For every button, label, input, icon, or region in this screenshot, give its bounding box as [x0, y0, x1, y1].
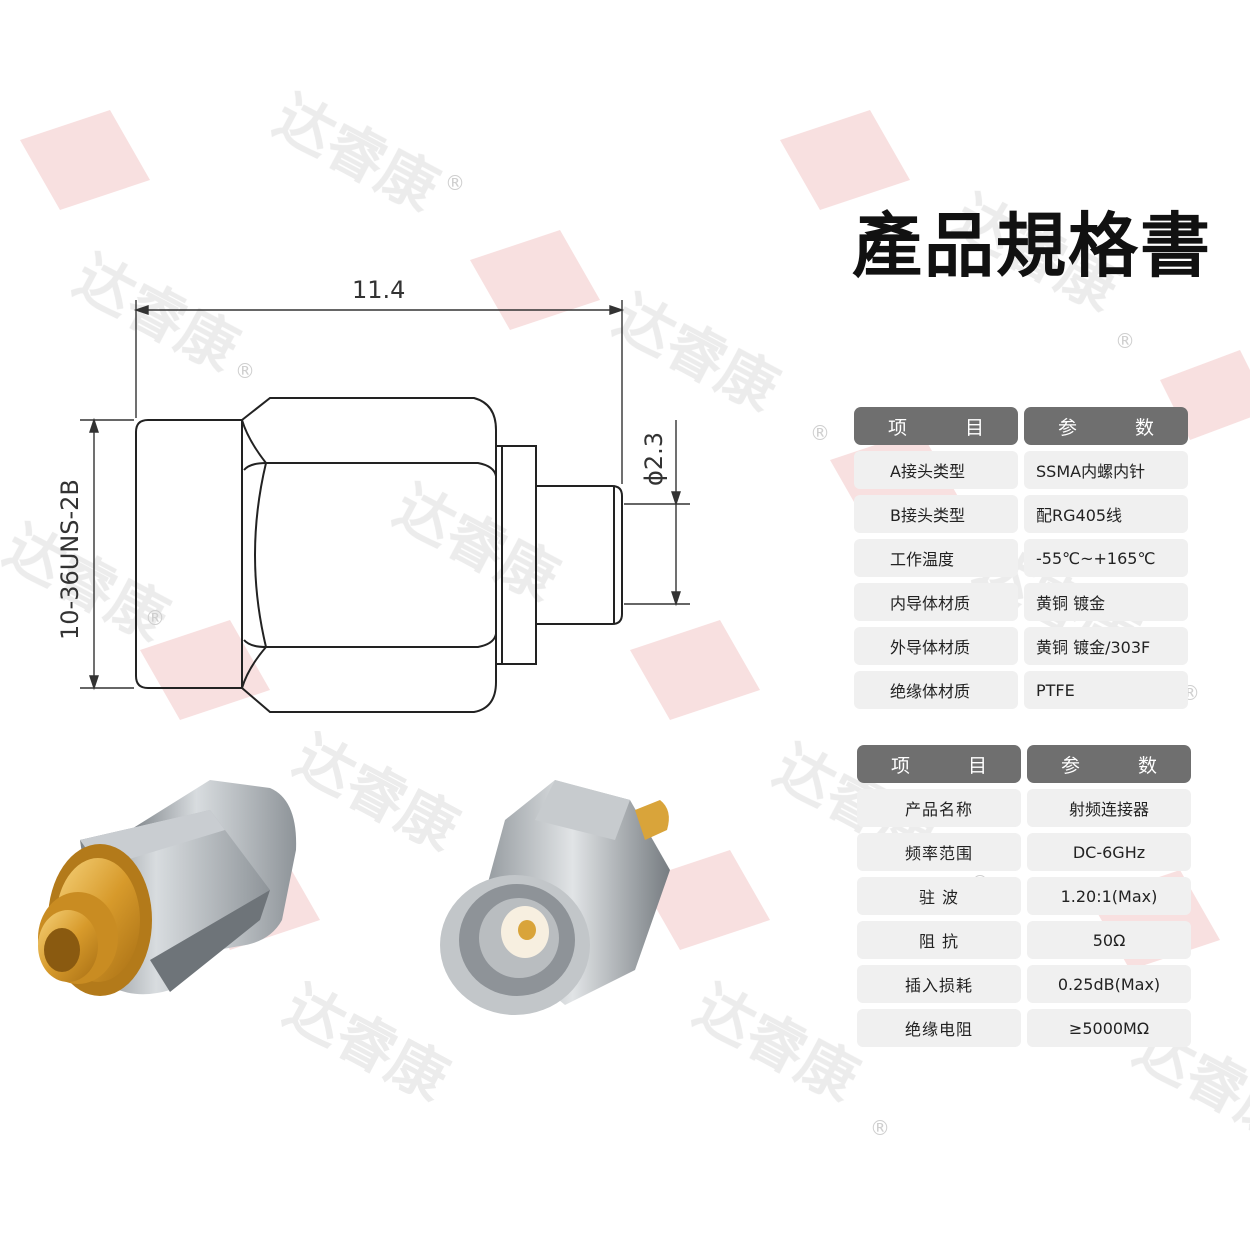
table-header: 项 目 参 数	[854, 407, 1194, 445]
registered-mark-8: ®	[145, 606, 165, 630]
row-item: 频率范围	[857, 833, 1021, 871]
table-row: 绝缘电阻 ≥5000MΩ	[857, 1009, 1197, 1047]
table-header: 项 目 参 数	[857, 745, 1197, 783]
header-param: 参 数	[1024, 407, 1188, 445]
row-value: ≥5000MΩ	[1027, 1009, 1191, 1047]
row-item: 内导体材质	[854, 583, 1018, 621]
row-value: 射频连接器	[1027, 789, 1191, 827]
drawing-collar	[495, 445, 537, 665]
row-value: 黄铜 镀金/303F	[1024, 627, 1188, 665]
header-item: 项 目	[854, 407, 1018, 445]
table-row: 工作温度 -55℃~+165℃	[854, 539, 1194, 577]
table-row: 插入损耗 0.25dB(Max)	[857, 965, 1197, 1003]
table-row: 阻 抗 50Ω	[857, 921, 1197, 959]
registered-mark-7: ®	[870, 1116, 890, 1140]
drawing-hex-nut	[241, 397, 497, 713]
header-item: 项 目	[857, 745, 1021, 783]
table-row: 频率范围 DC-6GHz	[857, 833, 1197, 871]
row-value: SSMA内螺内针	[1024, 451, 1188, 489]
row-item: A接头类型	[854, 451, 1018, 489]
drawing-pin	[536, 485, 623, 625]
table-row: 外导体材质 黄铜 镀金/303F	[854, 627, 1194, 665]
registered-mark-1: ®	[445, 171, 465, 195]
row-item: 阻 抗	[857, 921, 1021, 959]
row-item: 工作温度	[854, 539, 1018, 577]
table-row: 绝缘体材质 PTFE	[854, 671, 1194, 709]
length-dimension: 11.4	[352, 276, 405, 304]
row-value: DC-6GHz	[1027, 833, 1191, 871]
row-value: 黄铜 镀金	[1024, 583, 1188, 621]
spec-table-electrical: 项 目 参 数 产品名称 射频连接器 频率范围 DC-6GHz 驻 波 1.20…	[857, 745, 1197, 1053]
product-photo-front	[440, 780, 670, 1015]
row-value: 0.25dB(Max)	[1027, 965, 1191, 1003]
watermark-text-11: 达睿康	[683, 972, 869, 1114]
row-value: 50Ω	[1027, 921, 1191, 959]
table-row: B接头类型 配RG405线	[854, 495, 1194, 533]
row-item: 绝缘体材质	[854, 671, 1018, 709]
row-value: 配RG405线	[1024, 495, 1188, 533]
table-row: 产品名称 射频连接器	[857, 789, 1197, 827]
table-row: 驻 波 1.20:1(Max)	[857, 877, 1197, 915]
technical-drawing: 11.4 ϕ2.3 10-36UNS-2B	[56, 276, 690, 713]
page-title: 產品規格書	[852, 204, 1212, 287]
table-row: A接头类型 SSMA内螺内针	[854, 451, 1194, 489]
diameter-dimension: ϕ2.3	[640, 432, 668, 486]
row-value: PTFE	[1024, 671, 1188, 709]
table-row: 内导体材质 黄铜 镀金	[854, 583, 1194, 621]
row-item: 产品名称	[857, 789, 1021, 827]
row-item: 绝缘电阻	[857, 1009, 1021, 1047]
registered-mark-4: ®	[1115, 329, 1135, 353]
row-item: 插入损耗	[857, 965, 1021, 1003]
row-value: 1.20:1(Max)	[1027, 877, 1191, 915]
thread-dimension: 10-36UNS-2B	[56, 479, 84, 640]
drawing-left-body	[135, 419, 243, 689]
registered-mark-2: ®	[235, 359, 255, 383]
row-item: 驻 波	[857, 877, 1021, 915]
header-param: 参 数	[1027, 745, 1191, 783]
row-item: 外导体材质	[854, 627, 1018, 665]
registered-mark-3: ®	[810, 421, 830, 445]
row-value: -55℃~+165℃	[1024, 539, 1188, 577]
spec-table-connector: 项 目 参 数 A接头类型 SSMA内螺内针 B接头类型 配RG405线 工作温…	[854, 407, 1194, 715]
product-photo-side	[38, 780, 297, 996]
row-item: B接头类型	[854, 495, 1018, 533]
